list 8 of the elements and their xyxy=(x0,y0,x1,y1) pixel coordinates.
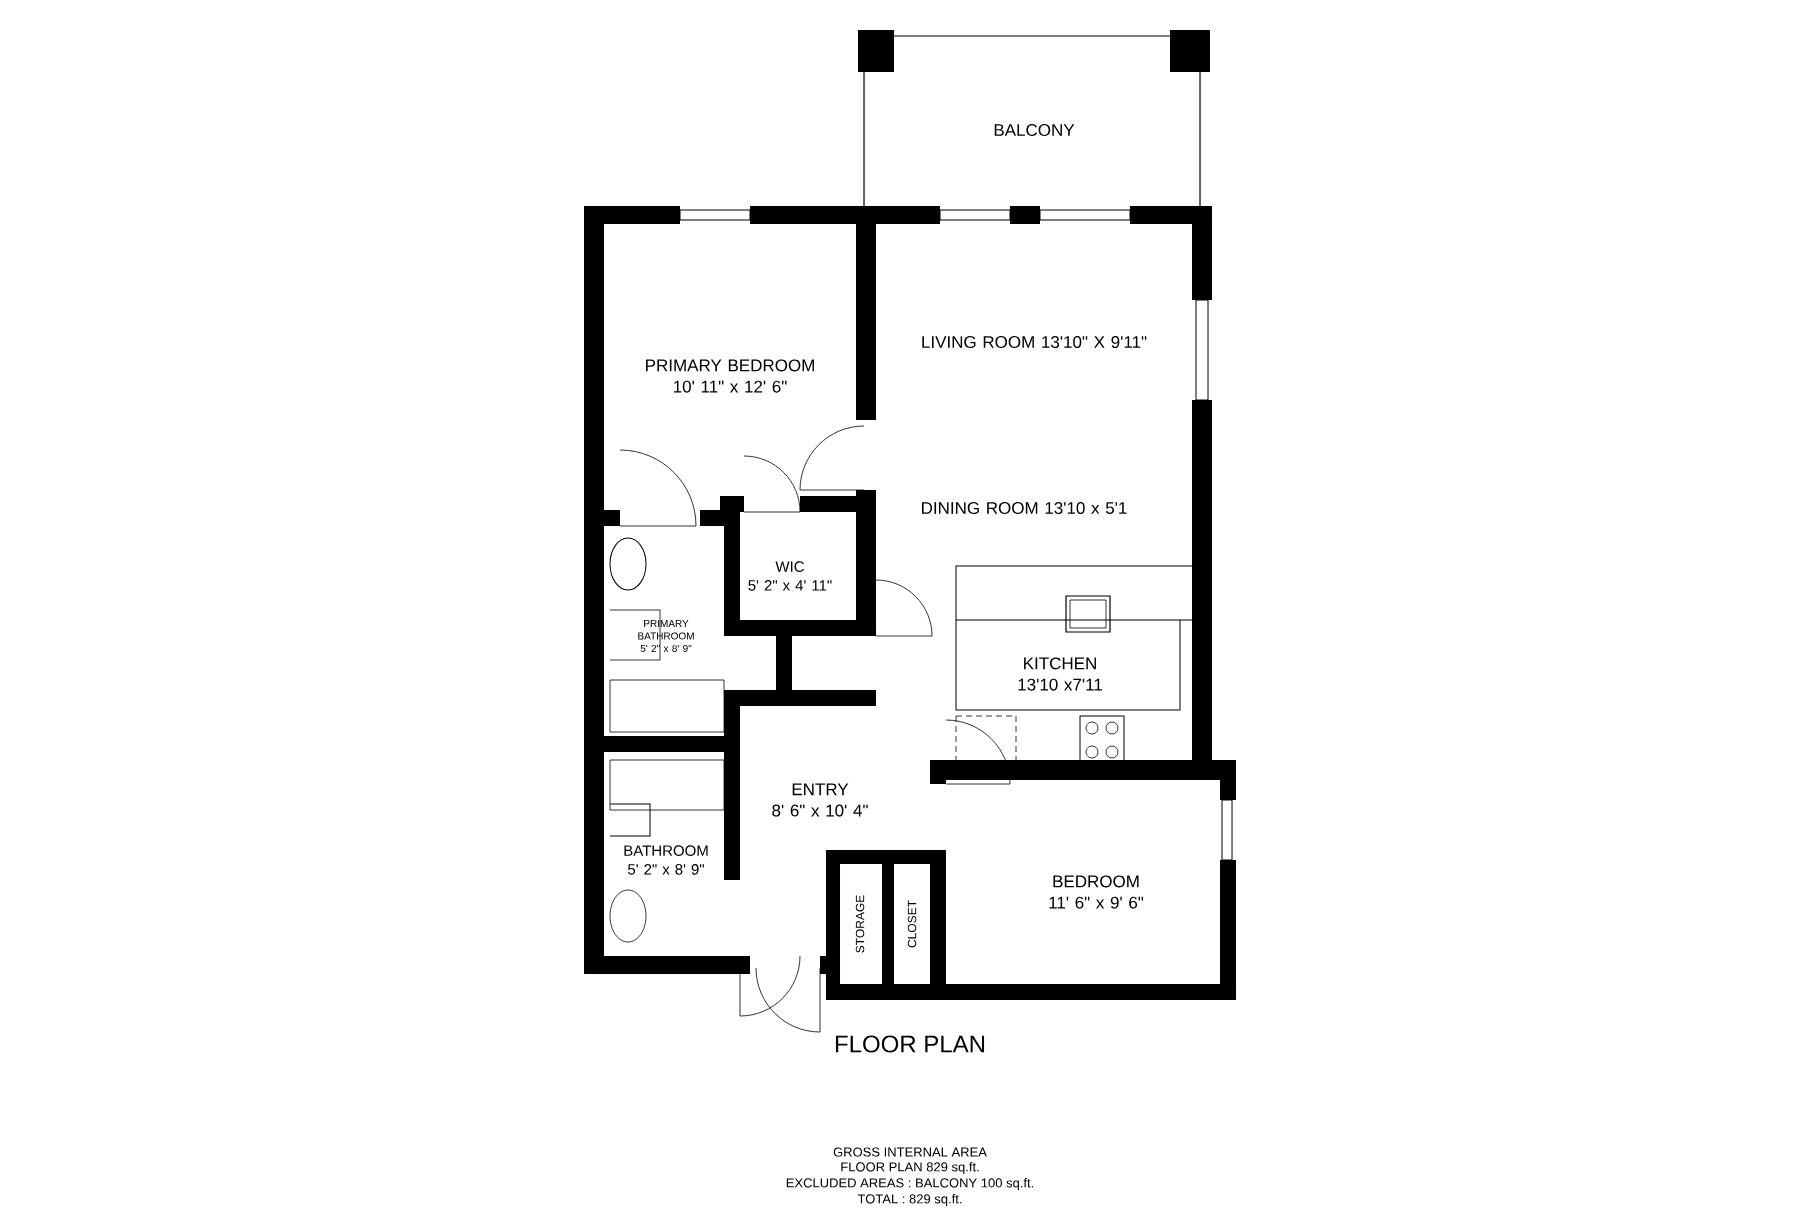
room-label: PRIMARY BEDROOM 10' 11" x 12' 6" xyxy=(646,359,814,393)
room-label: KITCHEN 13'10 x7'11 xyxy=(1018,657,1102,691)
room-label: BALCONY xyxy=(994,124,1075,136)
room-label: LIVING ROOM 13'10" X 9'11" xyxy=(922,336,1147,348)
room-label: ENTRY 8' 6" x 10' 4" xyxy=(772,783,868,817)
title: FLOOR PLAN xyxy=(835,1035,985,1053)
room-label: DINING ROOM 13'10 x 5'1 xyxy=(922,502,1127,514)
room-label: BEDROOM 11' 6" x 9' 6" xyxy=(1049,875,1144,909)
